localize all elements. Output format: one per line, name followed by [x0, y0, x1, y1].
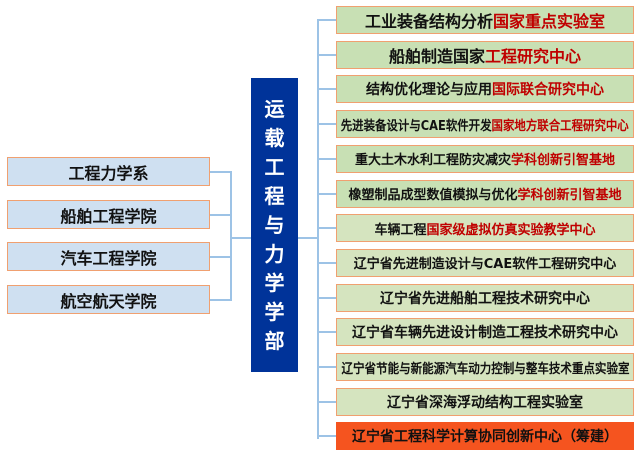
title-char: 程	[264, 183, 285, 208]
platform-box: 辽宁省先进船舶工程技术研究中心	[336, 283, 634, 312]
platform-name: 重大土木水利工程防灾减灾	[354, 153, 511, 169]
platform-label: 辽宁省深海浮动结构工程实验室	[387, 392, 583, 412]
platform-label: 橡塑制品成型数值模拟与优化学科创新引智基地	[348, 184, 621, 203]
connector	[318, 261, 336, 264]
platform-level: 国际联合研究中心	[492, 82, 604, 99]
platform-name: 辽宁省深海浮动结构工程实验室	[387, 394, 583, 411]
connector	[318, 366, 336, 368]
platform-name: 工业装备结构分析	[364, 12, 493, 31]
title-char: 运	[264, 96, 285, 121]
connector	[318, 192, 336, 195]
platform-name: 辽宁省先进制造设计与CAE软件工程研究中心	[353, 257, 617, 273]
title-char: 部	[264, 328, 285, 353]
connector	[318, 157, 336, 160]
platform-box: 车辆工程国家级虚拟仿真实验教学中心	[336, 214, 634, 243]
platform-label: 辽宁省车辆先进设计制造工程技术研究中心	[352, 322, 618, 342]
platform-name: 辽宁省先进船舶工程技术研究中心	[380, 290, 590, 307]
connector	[210, 299, 231, 301]
platform-name: 辽宁省车辆先进设计制造工程技术研究中心	[352, 325, 618, 342]
connector	[210, 214, 231, 216]
platform-name: 先进装备设计与CAE软件开发	[341, 118, 492, 134]
title-char: 与	[264, 212, 285, 237]
connector	[318, 19, 336, 21]
platform-label: 车辆工程国家级虚拟仿真实验教学中心	[374, 219, 595, 238]
platform-name: 结构优化理论与应用	[366, 82, 492, 99]
platform-level: 国家重点实验室	[493, 12, 606, 31]
platform-label: 辽宁省工程科学计算协同创新中心（筹建）	[352, 426, 618, 446]
platform-level: 国家地方联合工程研究中心	[491, 118, 629, 134]
platform-name: 橡塑制品成型数值模拟与优化	[348, 188, 518, 203]
title-char: 学	[264, 270, 285, 295]
department-title: 运载工程与力学学部	[251, 78, 298, 372]
title-char: 工	[264, 154, 285, 179]
platform-name: 辽宁省工程科学计算协同创新中心（筹建）	[352, 429, 618, 446]
platform-box: 重大土木水利工程防灾减灾学科创新引智基地	[336, 144, 634, 173]
platform-level: 国家级虚拟仿真实验教学中心	[426, 222, 596, 238]
title-char: 载	[264, 125, 285, 150]
school-box: 航空航天学院	[7, 285, 210, 314]
platform-level: 工程研究中心	[485, 46, 582, 66]
platform-box: 结构优化理论与应用国际联合研究中心	[336, 75, 634, 104]
platform-level: 学科创新引智基地	[511, 153, 616, 169]
title-char: 力	[264, 241, 285, 266]
platform-label: 船舶制造国家工程研究中心	[389, 43, 581, 67]
platform-label: 辽宁省先进船舶工程技术研究中心	[380, 288, 590, 308]
platform-label: 先进装备设计与CAE软件开发国家地方联合工程研究中心	[341, 115, 629, 134]
platform-box: 辽宁省工程科学计算协同创新中心（筹建）	[336, 422, 634, 451]
platform-level: 学科创新引智基地	[517, 188, 622, 203]
platform-name: 车辆工程	[374, 222, 427, 238]
connector	[298, 237, 318, 239]
connector	[210, 171, 231, 173]
platform-box: 先进装备设计与CAE软件开发国家地方联合工程研究中心	[336, 110, 634, 139]
school-box: 工程力学系	[7, 157, 210, 186]
platform-box: 辽宁省节能与新能源汽车动力控制与整车技术重点实验室	[336, 353, 634, 381]
school-box: 船舶工程学院	[7, 200, 210, 229]
connector	[318, 296, 336, 299]
connector	[318, 123, 336, 126]
platform-label: 辽宁省节能与新能源汽车动力控制与整车技术重点实验室	[341, 358, 629, 377]
school-box: 汽车工程学院	[7, 242, 210, 271]
connector	[318, 400, 336, 403]
title-char: 学	[264, 299, 285, 324]
platform-box: 辽宁省车辆先进设计制造工程技术研究中心	[336, 318, 634, 347]
connector	[318, 227, 336, 230]
platform-label: 辽宁省先进制造设计与CAE软件工程研究中心	[354, 253, 616, 272]
connector	[318, 331, 336, 334]
connector	[318, 435, 336, 438]
platform-box: 工业装备结构分析国家重点实验室	[336, 6, 634, 34]
connector	[230, 171, 232, 301]
connector	[230, 237, 251, 239]
platform-label: 结构优化理论与应用国际联合研究中心	[366, 79, 604, 99]
connector	[318, 53, 336, 56]
platform-label: 工业装备结构分析国家重点实验室	[365, 8, 605, 32]
platform-name: 辽宁省节能与新能源汽车动力控制与整车技术重点实验室	[341, 361, 630, 377]
platform-name: 船舶制造国家	[388, 46, 485, 66]
connector	[210, 256, 231, 258]
platform-box: 船舶制造国家工程研究中心	[336, 40, 634, 69]
platform-label: 重大土木水利工程防灾减灾学科创新引智基地	[355, 149, 615, 168]
connector	[318, 88, 336, 91]
platform-box: 辽宁省深海浮动结构工程实验室	[336, 387, 634, 416]
platform-box: 辽宁省先进制造设计与CAE软件工程研究中心	[336, 248, 634, 277]
platform-box: 橡塑制品成型数值模拟与优化学科创新引智基地	[336, 179, 634, 208]
